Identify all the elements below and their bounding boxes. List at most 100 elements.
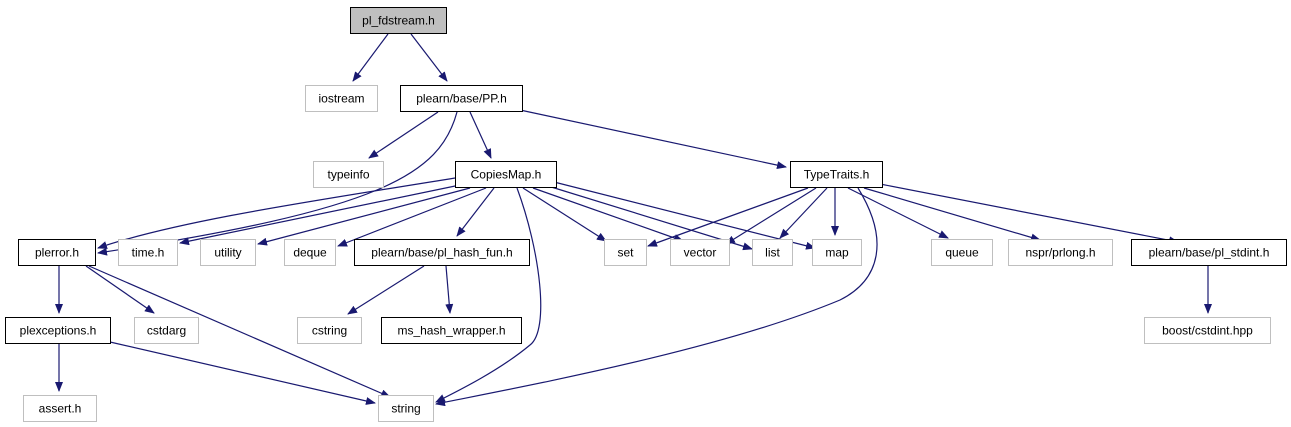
node-box xyxy=(18,239,96,266)
node-queue: queue xyxy=(931,239,993,266)
edge-line xyxy=(553,181,816,250)
edge-line xyxy=(179,184,461,246)
node-label: list xyxy=(765,246,780,260)
node-box xyxy=(354,239,530,266)
node-label: cstring xyxy=(312,324,347,338)
node-label: boost/cstdint.hpp xyxy=(1162,324,1253,338)
node-typetraits[interactable]: TypeTraits.h xyxy=(790,161,883,188)
edge-line xyxy=(257,187,471,246)
edge-copiesmap-to-plerror xyxy=(97,177,456,249)
node-label: set xyxy=(617,246,634,260)
node-label: plearn/base/pl_hash_fun.h xyxy=(371,246,512,260)
node-label: plearn/base/pl_stdint.h xyxy=(1149,246,1270,260)
node-box xyxy=(134,317,199,344)
node-box xyxy=(670,239,730,266)
node-time: time.h xyxy=(118,239,178,266)
node-box xyxy=(350,7,447,34)
edge-copiesmap-to-deque xyxy=(337,187,487,247)
edge-pp-to-plerror xyxy=(97,111,458,256)
edge-line xyxy=(863,187,1041,242)
node-box xyxy=(455,161,557,188)
edge-line xyxy=(368,111,439,159)
node-string: string xyxy=(378,395,434,422)
edge-copiesmap-to-time xyxy=(179,184,461,246)
node-box xyxy=(313,161,384,188)
node-pl_fdstream: pl_fdstream.h xyxy=(350,7,447,34)
node-label: map xyxy=(825,246,849,260)
edge-line xyxy=(725,187,817,245)
node-plexceptions[interactable]: plexceptions.h xyxy=(5,317,111,344)
node-box xyxy=(400,85,523,112)
node-copiesmap[interactable]: CopiesMap.h xyxy=(455,161,557,188)
edge-line xyxy=(532,187,684,242)
edge-line xyxy=(109,341,376,405)
edge-pp-to-typeinfo xyxy=(368,111,439,159)
edge-line xyxy=(347,265,425,315)
edge-pl_fdstream-to-iostream xyxy=(352,33,389,82)
node-iostream: iostream xyxy=(305,85,378,112)
node-label: time.h xyxy=(132,246,165,260)
edge-plerror-to-string xyxy=(88,265,391,398)
edge-copiesmap-to-set xyxy=(522,187,607,242)
node-box xyxy=(1131,239,1287,266)
edge-line xyxy=(547,185,753,251)
node-hashfun[interactable]: plearn/base/pl_hash_fun.h xyxy=(354,239,530,266)
edge-hashfun-to-mshash xyxy=(445,265,454,314)
node-vector: vector xyxy=(670,239,730,266)
edge-copiesmap-to-vector xyxy=(532,187,684,242)
edge-copiesmap-to-list xyxy=(547,185,753,251)
node-label: string xyxy=(391,402,420,416)
edge-line xyxy=(352,33,389,82)
edge-line xyxy=(445,265,454,314)
node-deque: deque xyxy=(284,239,336,266)
node-label: vector xyxy=(684,246,717,260)
node-plerror[interactable]: plerror.h xyxy=(18,239,96,266)
node-label: deque xyxy=(293,246,327,260)
node-prlong: nspr/prlong.h xyxy=(1008,239,1113,266)
node-pp[interactable]: plearn/base/PP.h xyxy=(400,85,523,112)
node-list: list xyxy=(752,239,793,266)
edge-line xyxy=(879,183,1179,245)
edge-line xyxy=(469,111,492,159)
node-box xyxy=(381,317,522,344)
edge-line xyxy=(97,111,458,256)
edge-copiesmap-to-map xyxy=(553,181,816,250)
node-set: set xyxy=(604,239,647,266)
node-label: TypeTraits.h xyxy=(804,168,870,182)
edge-line xyxy=(779,187,828,239)
node-stdint[interactable]: plearn/base/pl_stdint.h xyxy=(1131,239,1287,266)
node-box xyxy=(5,317,111,344)
node-mshash[interactable]: ms_hash_wrapper.h xyxy=(381,317,522,344)
node-cstdarg: cstdarg xyxy=(134,317,199,344)
node-box xyxy=(200,239,256,266)
node-label: plearn/base/PP.h xyxy=(416,92,507,106)
edge-copiesmap-to-string xyxy=(435,187,542,403)
edge-line xyxy=(88,265,391,398)
edge-line xyxy=(435,187,878,407)
node-label: ms_hash_wrapper.h xyxy=(397,324,505,338)
edge-hashfun-to-cstring xyxy=(347,265,425,315)
node-typeinfo: typeinfo xyxy=(313,161,384,188)
node-box xyxy=(305,85,378,112)
edges xyxy=(55,33,1212,407)
node-box xyxy=(790,161,883,188)
edge-typetraits-to-vector xyxy=(725,187,817,245)
edge-line xyxy=(522,187,607,242)
node-box xyxy=(378,395,434,422)
edge-line xyxy=(647,187,809,247)
node-box xyxy=(1144,317,1271,344)
node-map: map xyxy=(812,239,862,266)
node-assert: assert.h xyxy=(23,395,97,422)
edge-typetraits-to-queue xyxy=(847,187,949,239)
edge-typetraits-to-stdint xyxy=(879,183,1179,245)
edge-plexceptions-to-string xyxy=(109,341,376,405)
node-box xyxy=(604,239,647,266)
edge-pp-to-typetraits xyxy=(519,109,787,170)
node-label: plerror.h xyxy=(35,246,79,260)
node-label: pl_fdstream.h xyxy=(362,14,435,28)
edge-line xyxy=(410,33,448,82)
node-box xyxy=(931,239,993,266)
edge-pp-to-copiesmap xyxy=(469,111,492,159)
edge-line xyxy=(435,187,542,403)
